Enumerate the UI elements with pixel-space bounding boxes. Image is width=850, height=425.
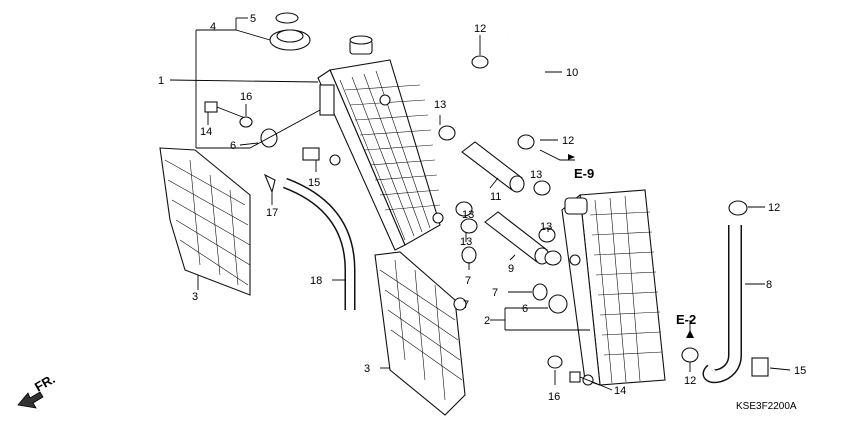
callout-13-b: 13 <box>460 236 472 248</box>
callout-1: 1 <box>158 75 164 87</box>
callout-2: 2 <box>484 315 490 327</box>
bolt-14-lower <box>569 371 601 386</box>
washer-16-lower <box>547 355 563 369</box>
right-radiator <box>561 189 666 386</box>
callout-12-right: 12 <box>768 202 780 214</box>
callout-6-upper: 6 <box>230 140 236 152</box>
e2-arrow <box>686 330 694 338</box>
callout-8: 8 <box>766 279 772 291</box>
callout-12-bottom: 12 <box>684 375 696 387</box>
callout-7-right: 7 <box>492 287 498 299</box>
callout-11: 11 <box>490 191 501 203</box>
callout-17: 17 <box>266 207 278 219</box>
callout-16-upper: 16 <box>240 91 252 103</box>
reference-e9: E-9 <box>574 166 594 181</box>
clamp-15-left <box>302 147 320 161</box>
lower-center-shroud <box>374 251 466 416</box>
callout-3-lower: 3 <box>364 363 370 375</box>
callout-7-center: 7 <box>465 275 471 287</box>
callout-9: 9 <box>508 263 514 275</box>
clip-17 <box>263 173 276 194</box>
hose-8 <box>702 225 742 384</box>
left-radiator <box>317 35 444 251</box>
callout-7-shroud: 7 <box>463 299 469 311</box>
callout-13-e: 13 <box>540 221 552 233</box>
clamps-13 <box>438 125 562 266</box>
diagram-code: KSE3F2200A <box>736 401 797 412</box>
front-direction-arrow <box>17 391 44 409</box>
washer-16-upper <box>239 116 253 128</box>
grommet-6-lower <box>548 294 568 314</box>
clamps-12 <box>471 55 748 363</box>
hose-10 <box>485 28 550 145</box>
reference-e2: E-2 <box>676 312 696 327</box>
callout-12-top: 12 <box>474 23 486 35</box>
bolt-14-upper <box>204 101 246 119</box>
hose-11 <box>461 141 525 193</box>
e9-arrow <box>568 154 575 160</box>
callout-6-lower: 6 <box>522 303 528 315</box>
front-direction-label: FR. <box>32 371 58 394</box>
callout-5: 5 <box>250 13 256 25</box>
callout-12-mid: 12 <box>562 135 574 147</box>
leader-lines <box>169 17 791 391</box>
callout-16-lower: 16 <box>548 391 560 403</box>
callout-14-lower: 14 <box>614 385 626 397</box>
callout-13-a: 13 <box>434 99 446 111</box>
callout-15-left: 15 <box>308 177 320 189</box>
callout-10: 10 <box>566 67 578 79</box>
radiator-cap <box>269 12 311 51</box>
callout-18: 18 <box>310 275 322 287</box>
callout-4: 4 <box>210 21 216 33</box>
callout-13-c: 13 <box>462 209 474 221</box>
breather-tube-18 <box>282 177 356 310</box>
callout-3-left: 3 <box>192 291 198 303</box>
collars-7 <box>453 246 548 311</box>
callout-15-right: 15 <box>794 365 806 377</box>
callout-14-upper: 14 <box>200 126 212 138</box>
clamp-15-right <box>751 357 769 377</box>
callout-13-d: 13 <box>530 169 542 181</box>
left-shroud <box>159 147 251 296</box>
